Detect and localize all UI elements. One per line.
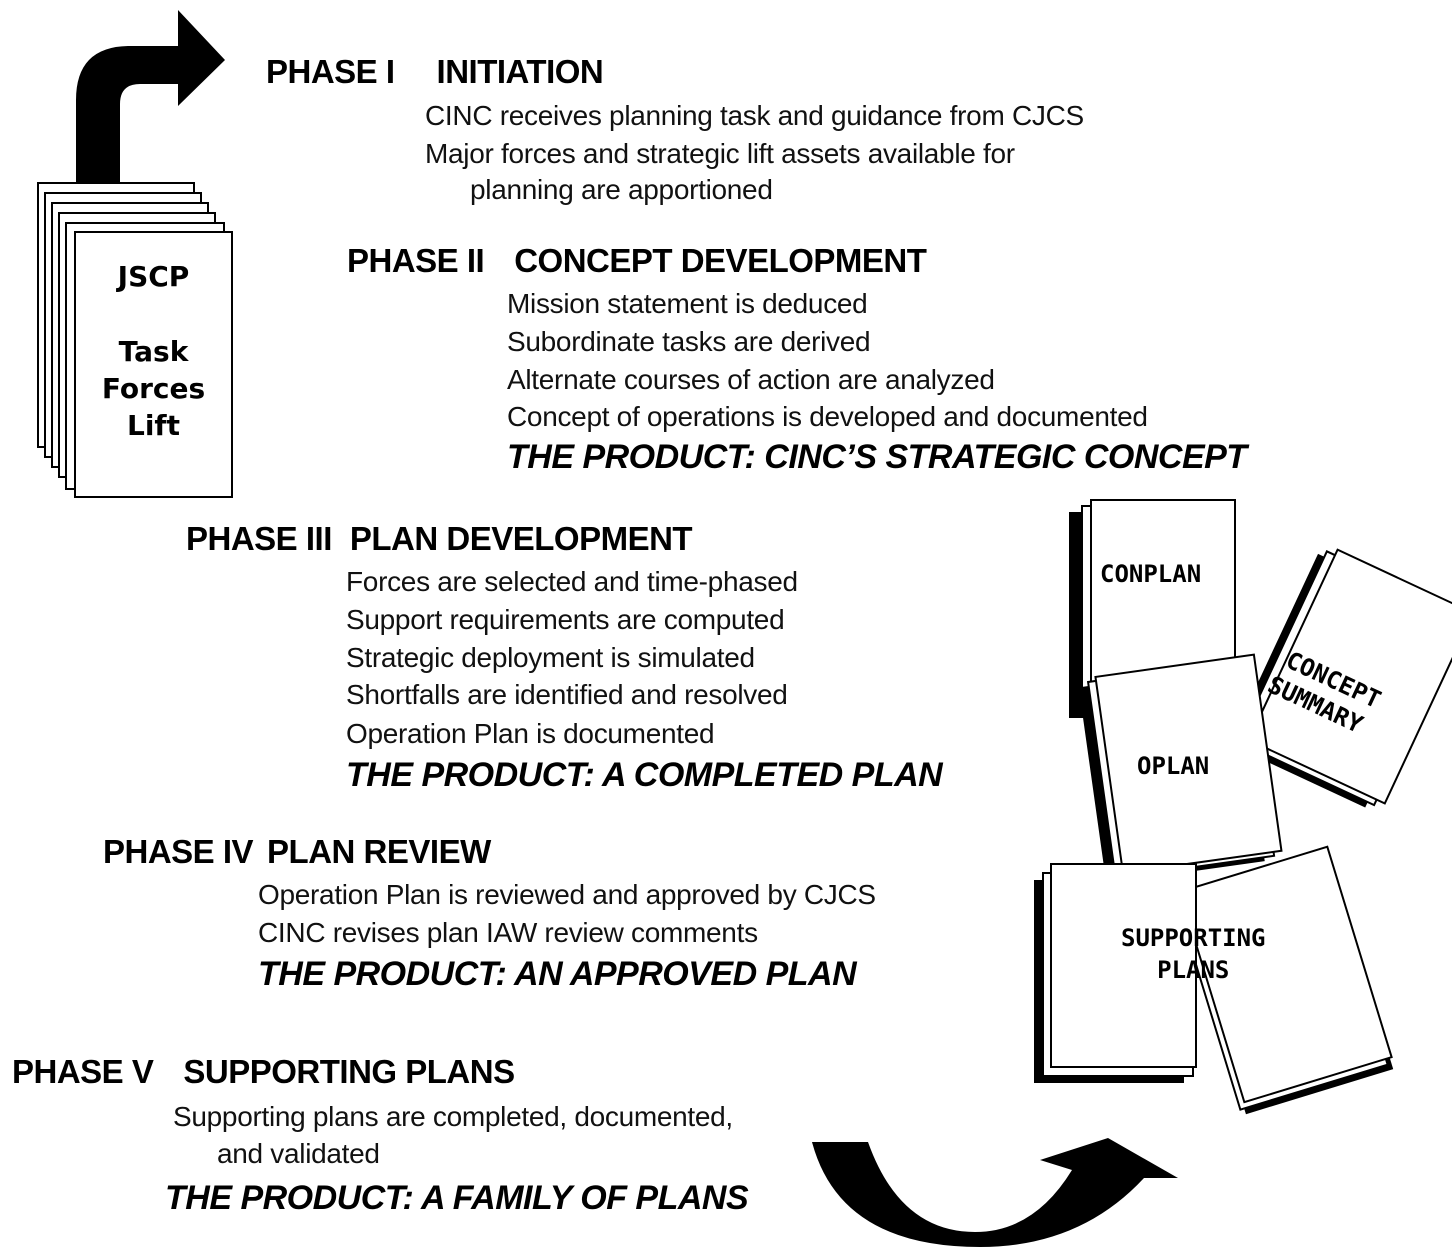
phase-1-label: PHASE I [266, 53, 395, 90]
phase-1-name: INITIATION [436, 53, 604, 90]
phase-2-product: THE PRODUCT: CINC’S STRATEGIC CONCEPT [507, 438, 1247, 476]
phase-3-line-3: Strategic deployment is simulated [346, 642, 755, 673]
supporting-plan-front-document-icon [1034, 863, 1197, 1083]
phase-1-line-2: Major forces and strategic lift assets a… [425, 138, 1015, 169]
phase-2-label: PHASE II [347, 242, 485, 279]
phase-3-line-2: Support requirements are computed [346, 604, 785, 635]
oplan-document-icon [1078, 653, 1283, 884]
phase-2-name: CONCEPT DEVELOPMENT [514, 242, 927, 279]
oplan-label: OPLAN [1137, 752, 1210, 780]
phase-4-product: THE PRODUCT: AN APPROVED PLAN [258, 955, 857, 993]
phase-2-line-2: Subordinate tasks are derived [507, 326, 871, 357]
document-stack-icon [37, 182, 233, 498]
phase-5-product: THE PRODUCT: A FAMILY OF PLANS [165, 1179, 749, 1217]
curved-arrow-bottom-icon [812, 1138, 1178, 1247]
phase-3-name: PLAN DEVELOPMENT [349, 520, 693, 557]
phase-3-label: PHASE III [186, 520, 332, 557]
jscp-document: JSCP Task Forces Lift [75, 258, 232, 444]
phase-3-line-5: Operation Plan is documented [346, 718, 715, 749]
phase-3-line-4: Shortfalls are identified and resolved [346, 679, 788, 710]
phase-2-line-3: Alternate courses of action are analyzed [507, 364, 995, 395]
phase-5-label: PHASE V [12, 1053, 154, 1090]
jscp-item-task: Task [118, 335, 189, 368]
phase-4-label: PHASE IV [103, 833, 254, 870]
supporting-plan-back-document-icon [1174, 845, 1394, 1115]
supporting-plans-label: SUPPORTING PLANS [1121, 922, 1266, 986]
phase-4-name: PLAN REVIEW [267, 833, 491, 870]
phase-3-line-1: Forces are selected and time-phased [346, 566, 798, 597]
phase-1-title: PHASE I INITIATION [266, 53, 604, 90]
concept-summary-document-icon [1229, 548, 1452, 808]
phase-5-name: SUPPORTING PLANS [183, 1053, 515, 1090]
phase-4-line-1: Operation Plan is reviewed and approved … [258, 879, 876, 910]
jscp-item-forces: Forces [101, 372, 206, 405]
jscp-item-lift: Lift [126, 409, 180, 442]
phase-3-product: THE PRODUCT: A COMPLETED PLAN [346, 756, 943, 794]
conplan-label: CONPLAN [1100, 560, 1202, 588]
curved-arrow-up-right-icon [76, 10, 225, 186]
phase-3-title: PHASE III PLAN DEVELOPMENT [186, 520, 693, 557]
phase-4-title: PHASE IV PLAN REVIEW [103, 835, 491, 868]
supporting-plans-line-1: SUPPORTING [1121, 924, 1266, 952]
phase-5-line-2: and validated [217, 1138, 380, 1169]
phase-4-line-2: CINC revises plan IAW review comments [258, 917, 758, 948]
phase-2-title: PHASE II CONCEPT DEVELOPMENT [347, 242, 927, 279]
supporting-plans-line-2: PLANS [1157, 956, 1230, 984]
phase-2-line-4: Concept of operations is developed and d… [507, 401, 1148, 432]
phase-5-line-1: Supporting plans are completed, document… [173, 1101, 733, 1132]
jscp-title: JSCP [117, 260, 190, 293]
phase-1-line-3: planning are apportioned [470, 174, 773, 205]
phase-2-line-1: Mission statement is deduced [507, 288, 868, 319]
phase-1-line-1: CINC receives planning task and guidance… [425, 100, 1084, 131]
phase-5-title: PHASE V SUPPORTING PLANS [12, 1055, 515, 1088]
